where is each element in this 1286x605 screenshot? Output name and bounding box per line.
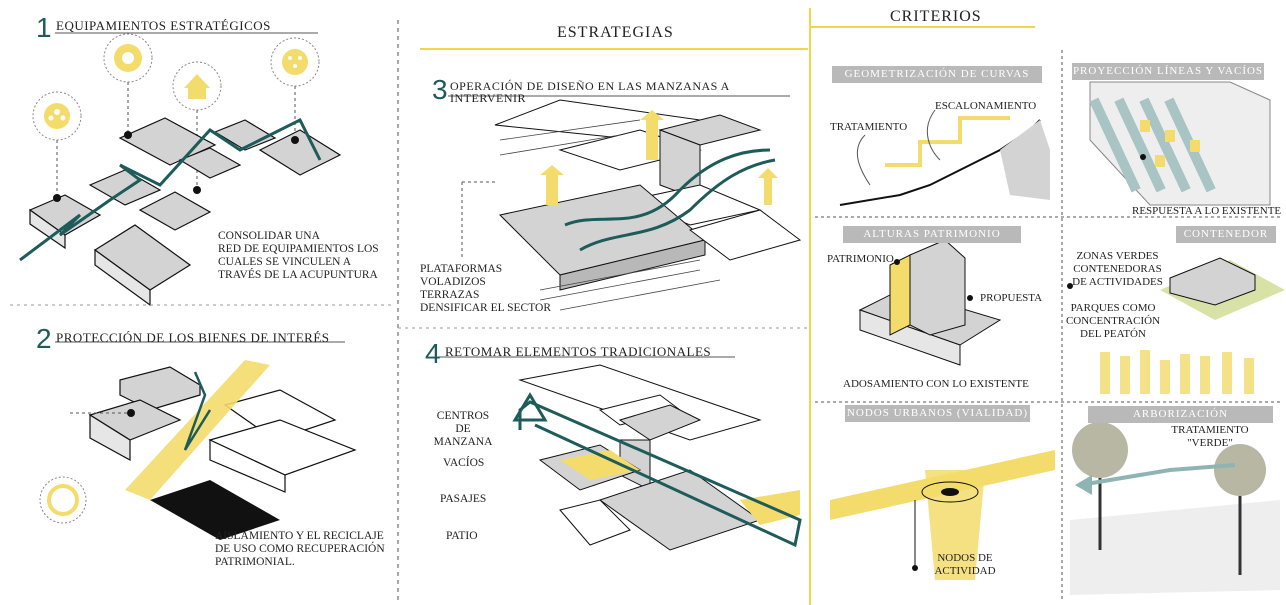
gear-icon bbox=[103, 33, 153, 83]
section-1-description: CONSOLIDAR UNA RED DE EQUIPAMIENTOS LOS … bbox=[218, 230, 379, 281]
estrategias-header: ESTRATEGIAS bbox=[557, 24, 674, 41]
caption-respuesta: RESPUESTA A LO EXISTENTE bbox=[1132, 205, 1282, 217]
step-number-2: 2 bbox=[36, 323, 52, 354]
house-icon bbox=[172, 61, 222, 111]
network-icon bbox=[270, 37, 320, 87]
people-icon bbox=[32, 91, 82, 141]
recycle-icon bbox=[39, 476, 87, 524]
step-number-4: 4 bbox=[425, 338, 441, 369]
label-vacios: VACÍOS bbox=[443, 457, 485, 469]
section-title-4: RETOMAR ELEMENTOS TRADICIONALES bbox=[445, 344, 712, 359]
label-propuesta: PROPUESTA bbox=[980, 292, 1043, 304]
label-parques: PARQUES COMO CONCENTRACIÓN DEL PEATÓN bbox=[1065, 302, 1161, 340]
label-tratamiento-verde: TRATAMIENTO "VERDE" bbox=[1171, 424, 1249, 449]
tag-alturas: ALTURAS PATRIMONIO bbox=[843, 226, 1021, 243]
tag-contenedor: CONTENEDOR bbox=[1176, 226, 1276, 243]
tag-proyeccion: PROYECCIÓN LÍNEAS Y VACÍOS bbox=[1072, 63, 1264, 80]
tag-geometrizacion: GEOMETRIZACIÓN DE CURVAS bbox=[832, 66, 1042, 83]
caption-adosamiento: ADOSAMIENTO CON LO EXISTENTE bbox=[843, 378, 1029, 390]
section-title-1: EQUIPAMIENTOS ESTRATÉGICOS bbox=[56, 18, 271, 33]
section-title-3: OPERACIÓN DE DISEÑO EN LAS MANZANAS A IN… bbox=[450, 79, 730, 105]
caption-nodos: NODOS DE ACTIVIDAD bbox=[934, 552, 996, 577]
label-zonas-verdes: ZONAS VERDES CONTENEDORAS DE ACTIVIDADES bbox=[1072, 250, 1163, 288]
label-patio: PATIO bbox=[446, 530, 478, 542]
step-number-1: 1 bbox=[36, 12, 52, 43]
tag-nodos: NODOS URBANOS (VIALIDAD) bbox=[845, 405, 1030, 422]
criterios-header: CRITERIOS bbox=[890, 8, 982, 25]
label-tratamiento: TRATAMIENTO bbox=[830, 121, 908, 133]
step-number-3: 3 bbox=[432, 74, 448, 105]
tag-arborizacion: ARBORIZACIÓN bbox=[1088, 406, 1273, 423]
section-2-description: AISLAMIENTO Y EL RECICLAJE DE USO COMO R… bbox=[215, 530, 385, 568]
label-patrimonio: PATRIMONIO bbox=[827, 253, 894, 265]
section-3-list: PLATAFORMAS VOLADIZOS TERRAZAS DENSIFICA… bbox=[420, 263, 551, 314]
label-centros-de-manzana: CENTROS DE MANZANA bbox=[433, 410, 493, 448]
section-title-2: PROTECCIÓN DE LOS BIENES DE INTERÉS bbox=[56, 330, 330, 345]
label-escalonamiento: ESCALONAMIENTO bbox=[935, 100, 1037, 112]
label-pasajes: PASAJES bbox=[440, 493, 487, 505]
